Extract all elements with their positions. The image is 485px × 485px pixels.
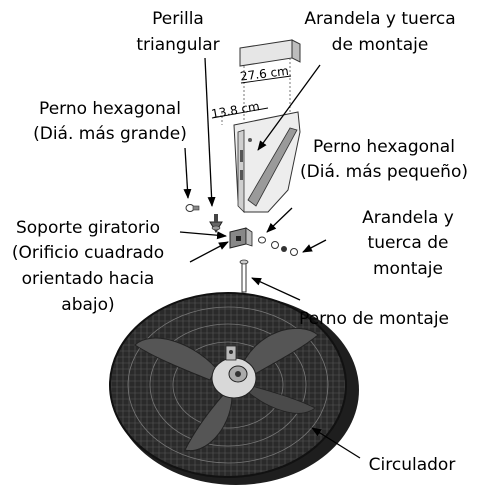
swivel-bracket <box>229 227 253 249</box>
arrow-soporte <box>179 231 227 240</box>
mounting-bolt <box>239 259 249 293</box>
label-soporte-1: Soporte giratorio <box>16 218 160 238</box>
arrow-arandela-top <box>257 64 321 151</box>
triangular-knob <box>209 214 223 233</box>
label-arandela-top-2: de montaje <box>332 35 429 55</box>
label-perno-grande-2: (Diá. más grande) <box>33 124 187 144</box>
label-perno-pequeno-2: (Diá. más pequeño) <box>300 162 468 182</box>
label-soporte-4: abajo) <box>61 295 114 315</box>
label-arandela-right-1: Arandela y <box>362 208 454 228</box>
washers-and-nuts <box>271 241 298 256</box>
label-perno-montaje: Perno de montaje <box>299 309 449 329</box>
arrow-perilla <box>204 57 216 207</box>
arrow-arandela-right <box>302 239 327 253</box>
label-soporte-3: orientado hacia <box>22 269 155 289</box>
label-perilla-2: triangular <box>136 35 219 55</box>
arrow-soporte-2 <box>189 241 229 263</box>
dim-width-long: 27.6 cm <box>239 64 289 84</box>
label-arandela-right-2: tuerca de <box>368 233 449 253</box>
hex-bolt-large <box>185 204 200 212</box>
arrow-circulador <box>311 427 361 459</box>
label-circulador: Circulador <box>369 455 456 475</box>
label-arandela-top-1: Arandela y tuerca <box>304 9 455 29</box>
leader-arrows <box>179 57 361 459</box>
label-arandela-right-3: montaje <box>373 259 443 279</box>
arrow-perno-montaje <box>251 277 301 301</box>
arrow-perno-grande <box>183 147 192 199</box>
label-perno-pequeno-1: Perno hexagonal <box>313 137 455 157</box>
dim-width-short: 13.8 cm <box>210 99 261 121</box>
hex-bolt-small <box>258 236 266 244</box>
label-perno-grande-1: Perno hexagonal <box>39 99 181 119</box>
label-perilla-1: Perilla <box>152 9 204 29</box>
circulator-fan <box>109 292 359 485</box>
arrow-perno-pequeno <box>266 207 293 233</box>
wall-bracket <box>211 39 301 213</box>
label-soporte-2: (Orificio cuadrado <box>12 243 164 263</box>
